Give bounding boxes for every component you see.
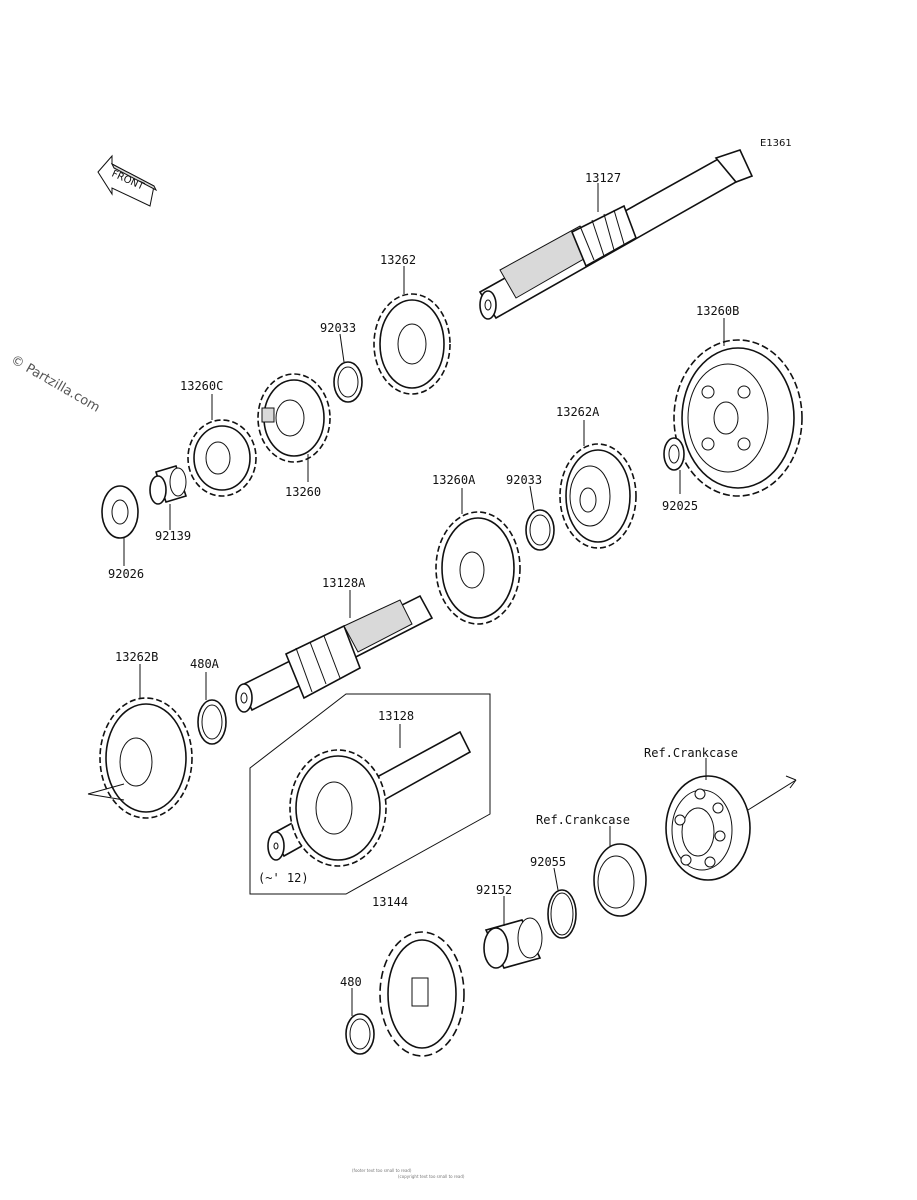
label-13262B: 13262B: [115, 650, 158, 664]
circlip-92033-upper: [333, 361, 363, 403]
label-13144: 13144: [372, 895, 408, 909]
gear-13260: [257, 373, 331, 463]
gear-13262A: [559, 443, 637, 549]
sprocket-13144: [379, 931, 465, 1057]
gear-13260A: [435, 511, 521, 625]
front-arrow-icon: FRONT: [97, 154, 158, 207]
label-13260C: 13260C: [180, 379, 223, 393]
label-92033-upper: 92033: [320, 321, 356, 335]
bushing-92139: [149, 465, 188, 505]
shaft-13128A: [235, 594, 434, 713]
circlip-480: [345, 1013, 375, 1055]
label-92152: 92152: [476, 883, 512, 897]
label-ref-crankcase-bearing: Ref.Crankcase: [644, 746, 738, 760]
gear-13260B: [673, 339, 803, 497]
inset-note: (~' 12): [258, 871, 309, 885]
label-13128A: 13128A: [322, 576, 366, 590]
label-480A: 480A: [190, 657, 220, 671]
gear-13262B: [99, 697, 193, 819]
label-13262: 13262: [380, 253, 416, 267]
ball-bearing: [665, 775, 751, 881]
shaft-13127: [478, 149, 754, 320]
label-92139: 92139: [155, 529, 191, 543]
watermark: © Partzilla.com: [8, 352, 102, 415]
label-13260B: 13260B: [696, 304, 739, 318]
label-ref-crankcase-seal: Ref.Crankcase: [536, 813, 630, 827]
footer-line-2: (copyright text too small to read): [398, 1174, 465, 1179]
circlip-92033-lower: [525, 509, 555, 551]
collar-92152: [483, 917, 543, 969]
o-ring-92055: [547, 889, 577, 939]
label-13260A: 13260A: [432, 473, 476, 487]
footer-line-1: (footer text too small to read): [352, 1168, 412, 1173]
oil-seal: [593, 843, 647, 917]
circlip-480A: [197, 699, 227, 745]
washer-92026: [101, 485, 139, 539]
label-13127: 13127: [585, 171, 621, 185]
label-480: 480: [340, 975, 362, 989]
gear-13260C: [187, 419, 257, 497]
inset-box-13128: [249, 693, 491, 895]
label-13260: 13260: [285, 485, 321, 499]
label-13262A: 13262A: [556, 405, 600, 419]
label-92055: 92055: [530, 855, 566, 869]
diagram-code: E1361: [760, 138, 792, 149]
label-13128: 13128: [378, 709, 414, 723]
label-92026: 92026: [108, 567, 144, 581]
label-92033-lower: 92033: [506, 473, 542, 487]
gear-13262: [373, 293, 451, 395]
washer-92025: [663, 437, 685, 471]
label-92025: 92025: [662, 499, 698, 513]
